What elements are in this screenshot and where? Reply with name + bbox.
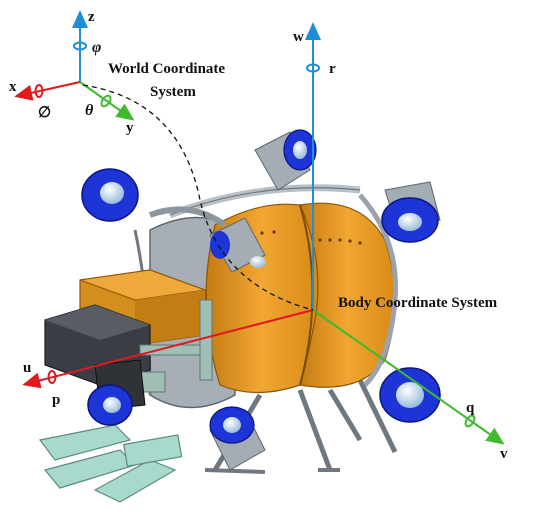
robot-illustration xyxy=(38,129,441,503)
label-w: w xyxy=(293,29,304,45)
psi-rotation-icon xyxy=(34,84,44,98)
world-title-line1: World Coordinate xyxy=(108,61,225,77)
label-p: p xyxy=(52,392,60,408)
world-title-line2: System xyxy=(150,84,196,100)
body-title: Body Coordinate System xyxy=(338,295,498,311)
p-rotation-icon xyxy=(47,370,57,384)
front-frame xyxy=(139,299,213,393)
label-y: y xyxy=(126,120,134,136)
label-z: z xyxy=(88,9,95,25)
body-axes xyxy=(22,22,505,445)
thruster-mid xyxy=(209,217,266,273)
world-x-axis xyxy=(14,81,81,101)
thruster-bottom-right xyxy=(379,367,441,423)
gripper xyxy=(38,424,183,503)
label-q: q xyxy=(466,400,475,416)
thruster-top xyxy=(254,129,317,191)
label-theta: θ xyxy=(85,102,94,119)
world-axes xyxy=(14,10,135,121)
label-x: x xyxy=(9,79,17,95)
thruster-right xyxy=(381,181,441,243)
thruster-bottom xyxy=(209,406,266,471)
label-u: u xyxy=(23,360,31,376)
transform-arc xyxy=(82,84,314,311)
theta-rotation-icon xyxy=(100,94,112,108)
label-phi: φ xyxy=(92,39,101,56)
phi-rotation-icon xyxy=(73,41,87,51)
thruster-top-left xyxy=(81,168,139,222)
body-u-axis xyxy=(22,309,314,389)
rear-ring xyxy=(358,193,399,387)
label-v: v xyxy=(500,446,508,462)
q-rotation-icon xyxy=(464,414,476,428)
r-rotation-icon xyxy=(306,63,320,73)
label-psi: ∅ xyxy=(38,105,51,121)
label-r: r xyxy=(329,61,336,77)
thruster-bottom-left xyxy=(87,384,133,426)
